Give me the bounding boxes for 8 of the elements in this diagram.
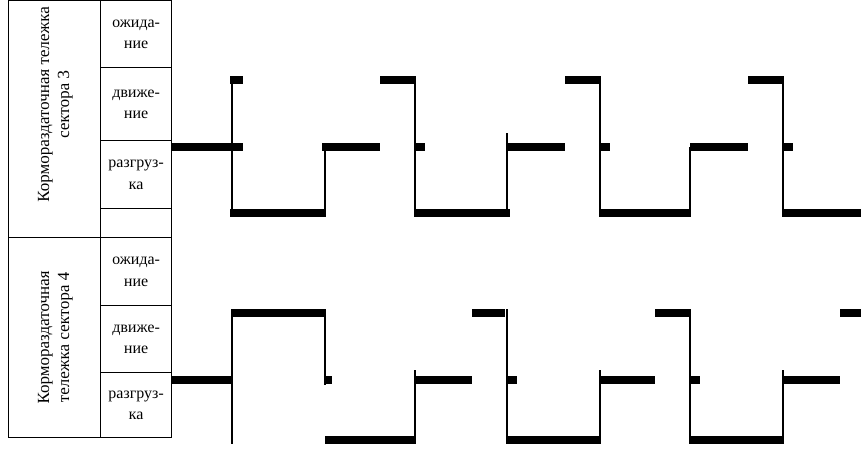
state-label: ожида-ние [111,250,161,292]
state-label: движе-ние [111,318,161,360]
state-label: движе-ние [111,82,161,124]
state-label: ожида-ние [111,12,161,54]
row-group-label: Кормораздаточная тележка сектора 4 [33,270,74,406]
state-label: разгруз-ка [107,384,165,426]
row-group-label: Кормораздаточная тележка сектора 3 [33,5,74,203]
state-label: разгруз-ка [107,153,165,195]
